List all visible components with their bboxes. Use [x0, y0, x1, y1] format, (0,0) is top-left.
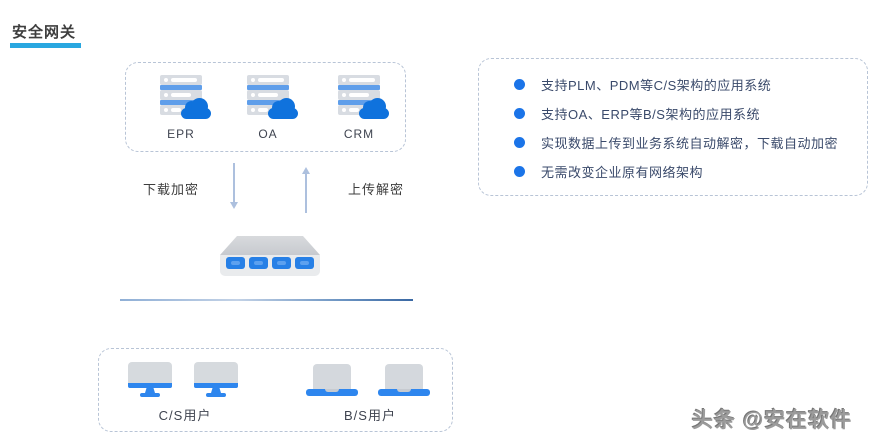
- page-title-wrap: 安全网关: [10, 21, 82, 48]
- server-unit-crm: CRM: [324, 75, 394, 141]
- server-slab: [338, 90, 380, 100]
- feature-text: 实现数据上传到业务系统自动解密，下载自动加密: [541, 136, 839, 151]
- up-arrow-icon: [302, 167, 310, 213]
- server-slab: [247, 90, 289, 100]
- bullet-dot-icon: [514, 166, 525, 177]
- bullet-dot-icon: [514, 137, 525, 148]
- server-stripe: [247, 100, 289, 105]
- server-slab: [247, 75, 289, 85]
- server-unit-epr: EPR: [146, 75, 216, 141]
- feature-text: 支持OA、ERP等B/S架构的应用系统: [541, 107, 760, 122]
- server-slab: [338, 75, 380, 85]
- gateway-port-icon: [295, 257, 314, 269]
- server-slab: [160, 90, 202, 100]
- cloud-icon: [181, 98, 211, 119]
- network-gateway-icon: [220, 236, 320, 277]
- server-stripe: [338, 100, 380, 105]
- bullet-dot-icon: [514, 108, 525, 119]
- feature-item: 实现数据上传到业务系统自动解密，下载自动加密: [478, 128, 868, 157]
- bs-users-label: B/S用户: [344, 408, 396, 423]
- gateway-port-icon: [272, 257, 291, 269]
- download-encrypt-label: 下载加密: [143, 182, 200, 197]
- feature-text: 无需改变企业原有网络架构: [541, 165, 704, 180]
- page-title: 安全网关: [10, 21, 82, 48]
- gateway-top-face: [220, 236, 320, 255]
- gateway-port-icon: [249, 257, 268, 269]
- server-label-oa: OA: [258, 127, 278, 141]
- cs-users-label: C/S用户: [158, 408, 212, 423]
- app-systems-group: EPR OA CRM: [125, 62, 406, 152]
- gateway-front-face: [220, 255, 320, 276]
- laptop-icon: [306, 364, 358, 396]
- feature-item: 无需改变企业原有网络架构: [478, 157, 868, 186]
- desktop-icon: [128, 362, 172, 398]
- watermark: 头条 @安在软件: [692, 409, 853, 432]
- server-cloud-icon: [158, 75, 211, 119]
- laptop-icon: [378, 364, 430, 396]
- upload-decrypt-label: 上传解密: [348, 182, 405, 197]
- feature-item: 支持PLM、PDM等C/S架构的应用系统: [478, 70, 868, 99]
- server-cloud-icon: [245, 75, 298, 119]
- server-label-epr: EPR: [167, 127, 195, 141]
- server-stripe: [160, 85, 202, 90]
- server-stripe: [338, 85, 380, 90]
- server-label-crm: CRM: [343, 127, 375, 141]
- server-unit-oa: OA: [233, 75, 303, 141]
- desktop-icon: [194, 362, 238, 398]
- feature-list: 支持PLM、PDM等C/S架构的应用系统 支持OA、ERP等B/S架构的应用系统…: [478, 58, 868, 196]
- server-stripe: [247, 85, 289, 90]
- server-cloud-icon: [336, 75, 389, 119]
- cloud-icon: [268, 98, 298, 119]
- gateway-port-icon: [226, 257, 245, 269]
- bullet-dot-icon: [514, 79, 525, 90]
- server-slab: [160, 75, 202, 85]
- cloud-icon: [359, 98, 389, 119]
- down-arrow-icon: [230, 163, 238, 209]
- feature-text: 支持PLM、PDM等C/S架构的应用系统: [541, 78, 772, 93]
- feature-item: 支持OA、ERP等B/S架构的应用系统: [478, 99, 868, 128]
- server-stripe: [160, 100, 202, 105]
- network-line: [120, 299, 413, 301]
- features-panel: [478, 58, 868, 196]
